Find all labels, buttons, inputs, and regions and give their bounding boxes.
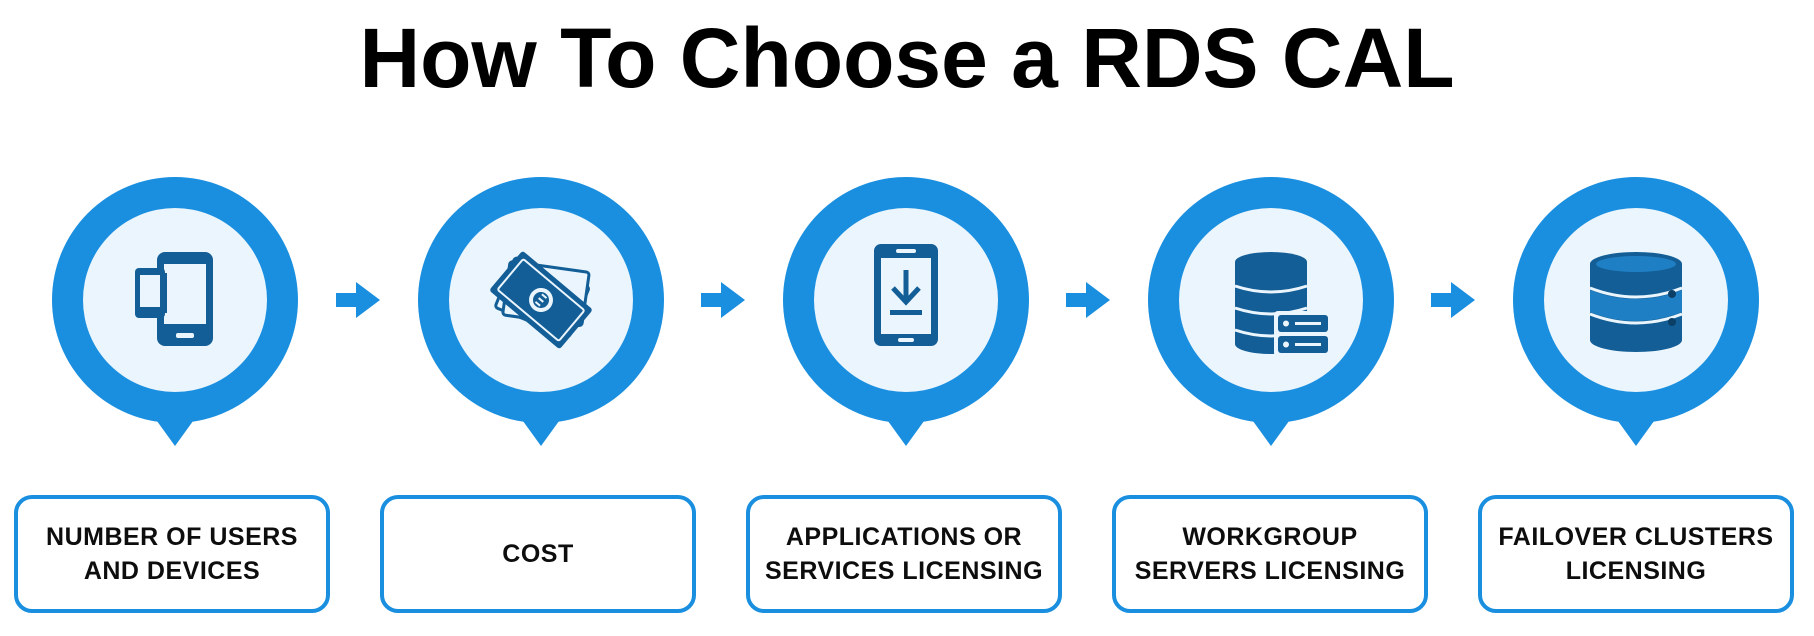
arrow-right-icon xyxy=(701,282,745,318)
step-label: WORKGROUP SERVERS LICENSING xyxy=(1125,520,1416,588)
step-pin-1 xyxy=(52,177,298,446)
step-card-4: WORKGROUP SERVERS LICENSING xyxy=(1112,495,1428,613)
step-label-line: WORKGROUP xyxy=(1182,523,1358,551)
database-cluster-icon xyxy=(1589,252,1683,352)
step-card-3: APPLICATIONS OR SERVICES LICENSING xyxy=(746,495,1062,613)
arrow-right-icon xyxy=(1431,282,1475,318)
step-label-line: SERVERS LICENSING xyxy=(1134,557,1406,585)
step-label: FAILOVER CLUSTERS LICENSING xyxy=(1488,520,1783,588)
step-label-line: AND DEVICES xyxy=(83,557,261,585)
step-label-line: LICENSING xyxy=(1565,557,1707,585)
step-label: NUMBER OF USERS AND DEVICES xyxy=(36,520,308,588)
step-label-line: COST xyxy=(502,540,574,568)
step-label-line: SERVICES LICENSING xyxy=(764,557,1044,585)
mobile-devices-icon xyxy=(135,252,213,346)
step-card-5: FAILOVER CLUSTERS LICENSING xyxy=(1478,495,1794,613)
step-pin-4 xyxy=(1148,177,1394,446)
database-server-icon xyxy=(1234,252,1332,357)
step-label: COST xyxy=(492,537,583,571)
step-pin-2 xyxy=(418,177,664,446)
step-label: APPLICATIONS OR SERVICES LICENSING xyxy=(755,520,1053,588)
step-label-line: NUMBER OF USERS xyxy=(46,523,298,551)
phone-download-icon xyxy=(874,244,938,346)
arrow-right-icon xyxy=(336,282,380,318)
money-bills-icon xyxy=(490,251,592,349)
step-pin-3 xyxy=(783,177,1029,446)
page-title: How To Choose a RDS CAL xyxy=(359,11,1455,105)
step-pin-5 xyxy=(1513,177,1759,446)
step-label-line: FAILOVER CLUSTERS xyxy=(1498,523,1774,551)
arrow-right-icon xyxy=(1066,282,1110,318)
step-card-1: NUMBER OF USERS AND DEVICES xyxy=(14,495,330,613)
step-card-2: COST xyxy=(380,495,696,613)
step-label-line: APPLICATIONS OR xyxy=(785,523,1023,551)
